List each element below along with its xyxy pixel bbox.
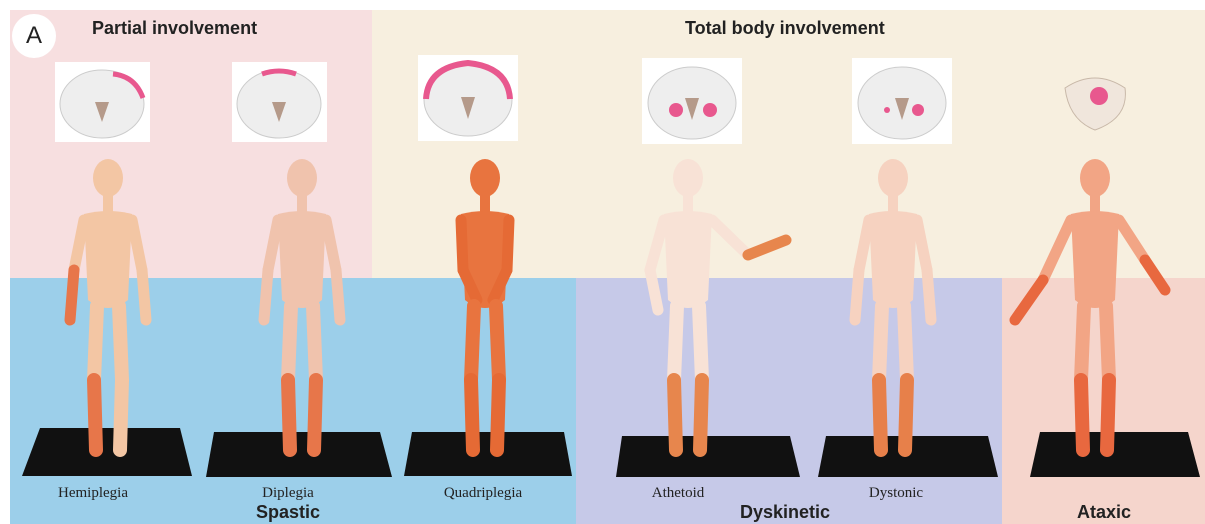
category-spastic: Spastic bbox=[256, 502, 320, 523]
category-ataxic: Ataxic bbox=[1077, 502, 1131, 523]
caption-diplegia: Diplegia bbox=[262, 485, 314, 502]
caption-quadriplegia: Quadriplegia bbox=[444, 485, 522, 502]
figure-dystonic bbox=[855, 159, 931, 450]
figure-diplegia bbox=[264, 159, 340, 450]
caption-hemiplegia: Hemiplegia bbox=[58, 485, 128, 502]
caption-athetoid: Athetoid bbox=[652, 485, 705, 502]
category-dyskinetic: Dyskinetic bbox=[740, 502, 830, 523]
figure-athetoid bbox=[650, 159, 786, 450]
figure-quadriplegia bbox=[461, 159, 509, 450]
caption-dystonic: Dystonic bbox=[869, 485, 923, 502]
figure-ataxic bbox=[1015, 159, 1165, 450]
figure-hemiplegia bbox=[70, 159, 146, 450]
